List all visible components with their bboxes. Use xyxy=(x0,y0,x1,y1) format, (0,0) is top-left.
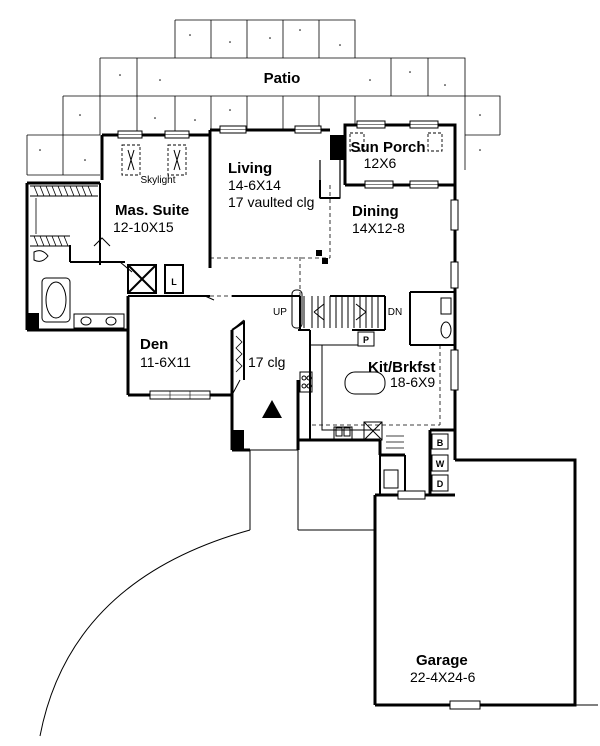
washer-label: W xyxy=(436,459,445,469)
living-note: 17 vaulted clg xyxy=(228,194,314,210)
patio-texture xyxy=(39,29,481,161)
den-name: Den xyxy=(140,336,168,353)
den-angled-wall xyxy=(231,320,245,380)
stair-down-label: DN xyxy=(388,307,402,318)
driveway xyxy=(39,450,598,737)
kitchen-fixtures xyxy=(299,344,386,441)
solid-blocks xyxy=(27,135,345,450)
patio-pavers xyxy=(26,19,501,176)
pantry-box xyxy=(357,331,375,347)
laundry-boxes xyxy=(383,433,449,492)
master-bath-fixtures xyxy=(30,185,125,329)
laundry-hatch xyxy=(386,435,404,449)
sun-porch-name: Sun Porch xyxy=(350,139,425,156)
half-bath-fixtures xyxy=(440,297,452,339)
master-suite-dims: 12-10X15 xyxy=(113,219,174,235)
living-dims: 14-6X14 xyxy=(228,177,281,193)
exterior-walls xyxy=(25,123,577,707)
closet-hatch xyxy=(33,185,93,247)
sun-porch-dims: 12X6 xyxy=(364,155,397,171)
dryer-label: D xyxy=(437,479,444,489)
ceiling-lines xyxy=(210,185,441,426)
dining-name: Dining xyxy=(352,203,399,220)
kitchen-dims: 18-6X9 xyxy=(390,374,435,390)
living-name: Living xyxy=(228,160,272,177)
garage-name: Garage xyxy=(416,652,468,669)
window-mullions xyxy=(118,124,438,399)
fireplace xyxy=(319,160,341,199)
foyer-note: 17 clg xyxy=(248,354,285,370)
skylight-label: Skylight xyxy=(140,175,175,186)
stairs xyxy=(291,289,379,329)
stair-up-label: UP xyxy=(273,307,287,318)
kitchen-name: Kit/Brkfst xyxy=(368,359,436,376)
bench-label: B xyxy=(437,438,444,448)
room-labels: Sun Porch 12X6 Living 14-6X14 17 vaulted… xyxy=(113,139,476,685)
den-closet-hatch xyxy=(235,335,243,373)
dining-dims: 14X12-8 xyxy=(352,220,405,236)
master-suite-name: Mas. Suite xyxy=(115,202,189,219)
pantry-label: P xyxy=(363,335,369,345)
garage-dims: 22-4X24-6 xyxy=(410,669,476,685)
linen-label: L xyxy=(171,277,177,287)
skylight-marks xyxy=(127,149,181,171)
den-dims: 11-6X11 xyxy=(140,354,191,370)
skylights xyxy=(121,132,443,176)
entry-triangle-icon xyxy=(262,400,282,418)
interior-walls xyxy=(69,180,455,495)
patio-label: Patio xyxy=(264,70,301,87)
